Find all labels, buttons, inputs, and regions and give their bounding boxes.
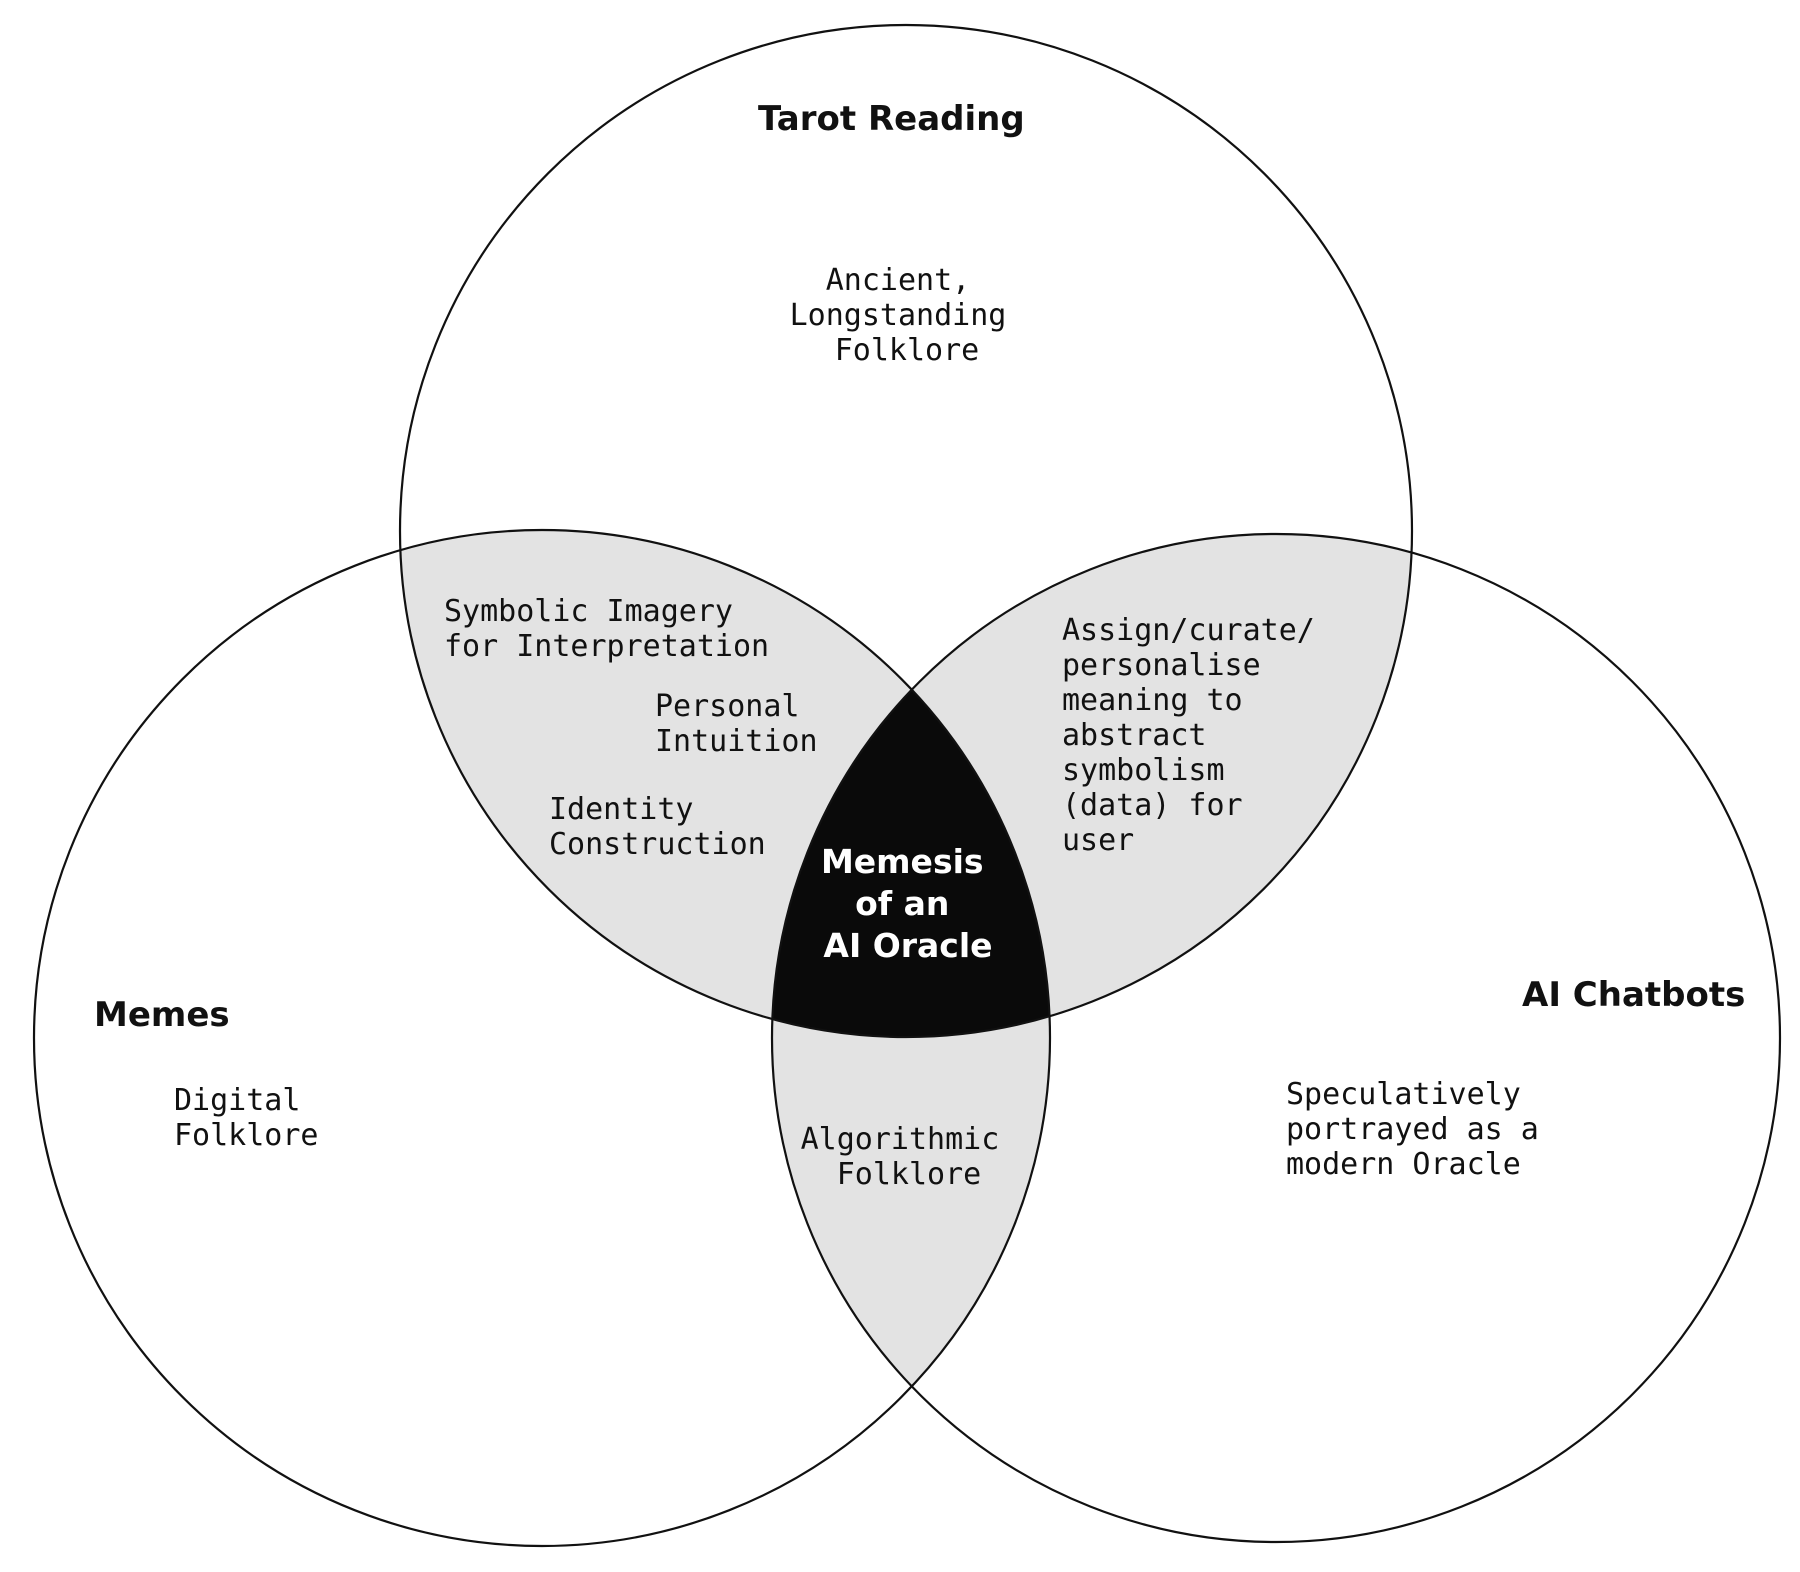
personal-intuition-line: Personal xyxy=(655,689,800,724)
center-label-line: AI Oracle xyxy=(823,926,992,965)
tarot-reading-title: Tarot Reading xyxy=(758,99,1025,139)
assign-meaning-line: abstract xyxy=(1062,718,1207,753)
memes-description: Digital Folklore xyxy=(174,1083,319,1153)
identity-construction-line: Identity xyxy=(549,792,694,827)
memes-description-line: Digital xyxy=(174,1083,300,1118)
tarot-description-line: Folklore xyxy=(835,333,980,368)
memes-description-line: Folklore xyxy=(174,1118,319,1153)
assign-meaning-line: (data) for xyxy=(1062,788,1243,823)
assign-meaning-line: user xyxy=(1062,823,1134,858)
assign-meaning-line: meaning to xyxy=(1062,683,1243,718)
memes-circle xyxy=(32,528,1052,1548)
symbolic-imagery-label: Symbolic Imagery for Interpretation xyxy=(444,594,769,664)
assign-meaning-label: Assign/curate/ personalise meaning to ab… xyxy=(1062,613,1333,858)
symbolic-imagery-line: Symbolic Imagery xyxy=(444,594,733,629)
tarot-description: Ancient, Longstanding Folklore xyxy=(790,263,1025,368)
ai-chatbots-description-line: Speculatively xyxy=(1286,1077,1521,1112)
assign-meaning-line: personalise xyxy=(1062,648,1261,683)
tarot-description-line: Ancient, xyxy=(826,263,971,298)
center-label-line: of an xyxy=(855,884,949,923)
overlap-top-right-fill xyxy=(772,534,1412,1037)
identity-construction-line: Construction xyxy=(549,827,766,862)
algorithmic-folklore-line: Algorithmic xyxy=(801,1122,1000,1157)
symbolic-imagery-line: for Interpretation xyxy=(444,629,769,664)
overlap-top-left-fill xyxy=(400,530,1050,1037)
ai-chatbots-description: Speculatively portrayed as a modern Orac… xyxy=(1286,1077,1557,1182)
ai-chatbots-description-line: portrayed as a xyxy=(1286,1112,1539,1147)
assign-meaning-line: symbolism xyxy=(1062,753,1225,788)
assign-meaning-line: Assign/curate/ xyxy=(1062,613,1315,648)
algorithmic-folklore-label: Algorithmic Folklore xyxy=(801,1122,1018,1192)
center-label: Memesis of an AI Oracle xyxy=(821,842,995,965)
identity-construction-label: Identity Construction xyxy=(549,792,766,862)
memes-title: Memes xyxy=(94,995,230,1035)
ai-chatbots-circle xyxy=(770,532,1782,1544)
personal-intuition-line: Intuition xyxy=(655,724,818,759)
ai-chatbots-description-line: modern Oracle xyxy=(1286,1147,1521,1182)
personal-intuition-label: Personal Intuition xyxy=(655,689,818,759)
center-label-line: Memesis xyxy=(821,842,984,881)
tarot-reading-circle xyxy=(398,23,1414,1039)
tarot-description-line: Longstanding xyxy=(790,298,1007,333)
algorithmic-folklore-line: Folklore xyxy=(837,1157,982,1192)
ai-chatbots-title: AI Chatbots xyxy=(1522,975,1745,1015)
